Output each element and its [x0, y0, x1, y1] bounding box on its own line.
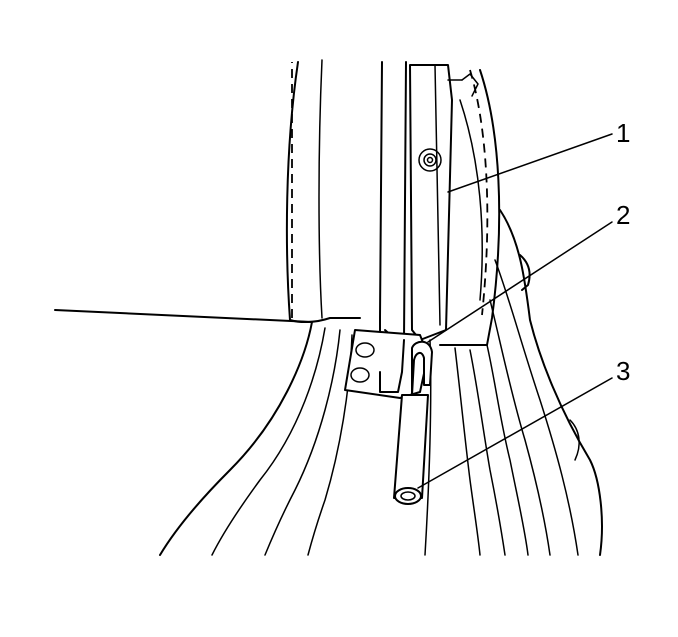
bracket-hole-icon: [350, 367, 370, 383]
callout-1-label: 1: [616, 118, 630, 148]
seat-back: [285, 59, 501, 346]
pivot-pin: [393, 394, 429, 505]
recliner-arm: [409, 64, 463, 341]
leader-lines: [417, 133, 613, 489]
callout-3-label: 3: [616, 356, 630, 386]
bolt-icon: [418, 148, 442, 172]
retaining-clip: [411, 340, 433, 396]
leader-line-1: [447, 133, 613, 193]
leader-line-2: [427, 221, 613, 343]
hinge-trim-panel: [424, 209, 603, 556]
pin-end-icon: [394, 487, 422, 505]
bracket-hole-icon: [355, 342, 375, 358]
callout-2-label: 2: [616, 200, 630, 230]
leader-line-3: [417, 377, 613, 489]
hinge-bracket: [344, 329, 429, 399]
seat-cushion: [54, 309, 353, 556]
recliner-rods: [379, 61, 407, 373]
